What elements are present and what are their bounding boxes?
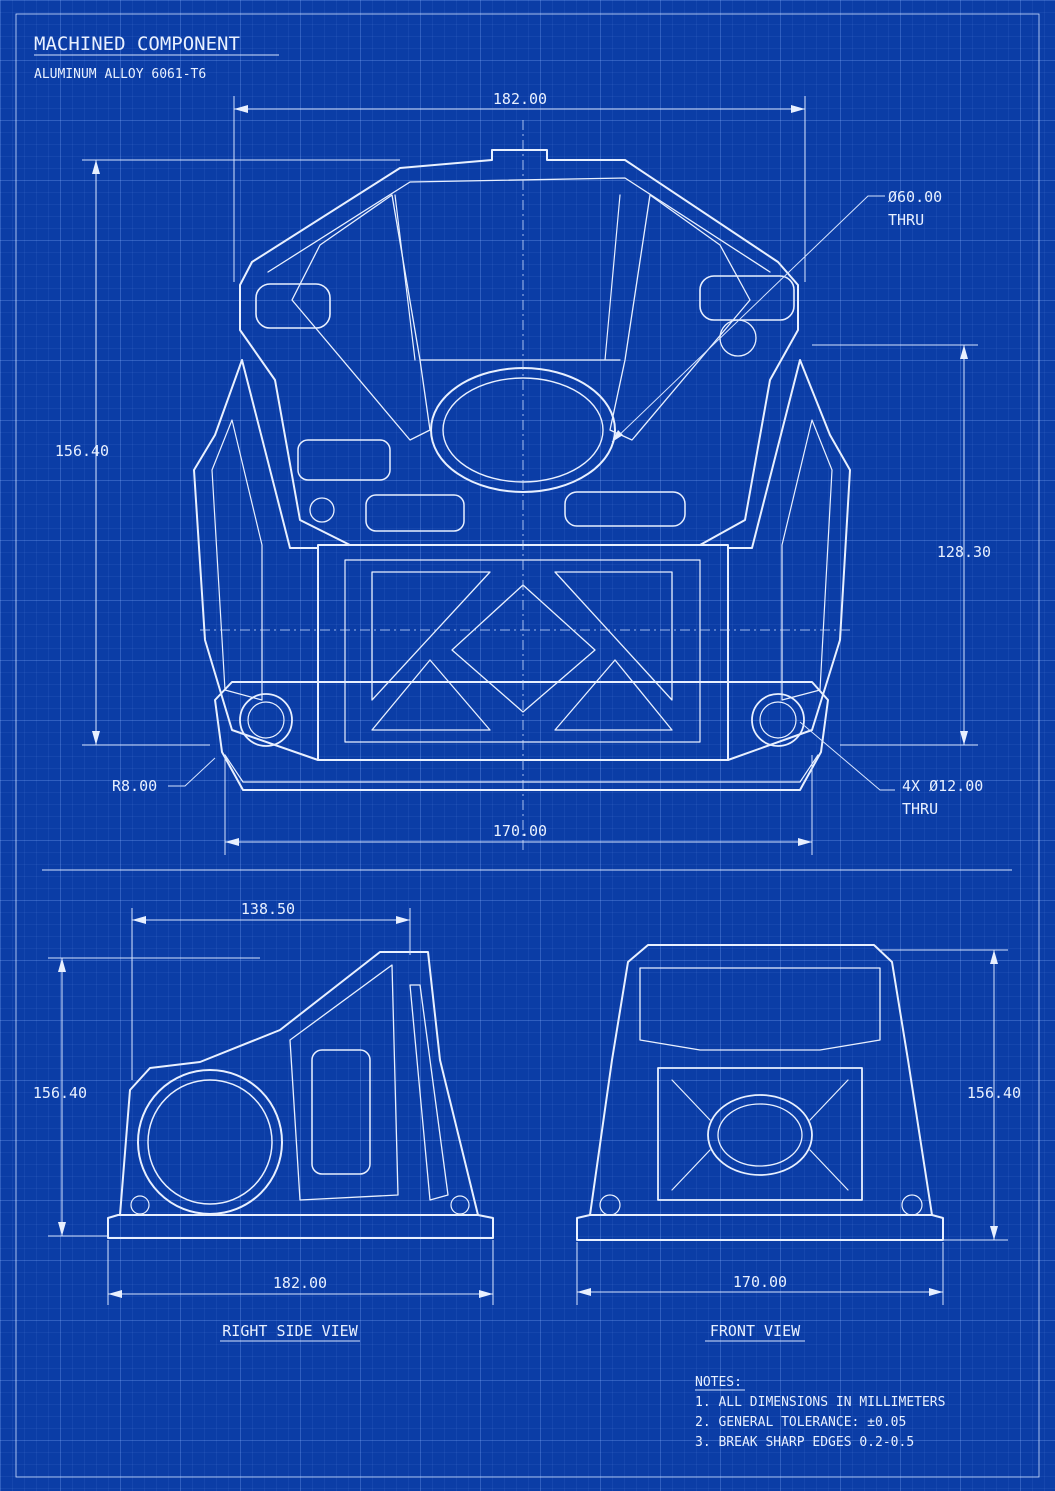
- side-dim-height: 156.40: [33, 1084, 87, 1102]
- main-dim-width-top: 182.00: [493, 90, 547, 108]
- bore-callout-diameter: Ø60.00: [888, 188, 942, 206]
- main-slot-mid-left: [297, 439, 391, 481]
- main-right-strut: [609, 194, 751, 441]
- side-window: [311, 1049, 371, 1175]
- front-dim-bottom: 170.00: [733, 1273, 787, 1291]
- side-body-outline: [119, 951, 479, 1216]
- front-dimension-lines: [576, 949, 1008, 1305]
- front-body-outline: [589, 944, 933, 1216]
- note-item: 1. ALL DIMENSIONS IN MILLIMETERS: [695, 1395, 945, 1410]
- main-slot-low-left: [365, 494, 465, 532]
- side-dim-bottom: 182.00: [273, 1274, 327, 1292]
- drawing-title: MACHINED COMPONENT: [34, 33, 240, 55]
- front-frame: [657, 1067, 863, 1201]
- main-upper-frame-rim: [267, 177, 771, 273]
- main-left-housing-inner: [211, 419, 263, 701]
- main-x-ribs: [371, 571, 673, 731]
- main-right-housing: [727, 359, 851, 761]
- main-mount-hole-left: [239, 693, 293, 747]
- side-hole-left: [130, 1195, 150, 1215]
- front-base-plate: [576, 1214, 944, 1241]
- side-rib: [409, 984, 449, 1201]
- main-base-plate: [214, 681, 829, 791]
- notes-heading: NOTES:: [695, 1375, 742, 1390]
- sheet-border: [15, 13, 1040, 1478]
- main-right-housing-inner: [781, 419, 833, 701]
- side-hole-right: [450, 1195, 470, 1215]
- note-item: 2. GENERAL TOLERANCE: ±0.05: [695, 1415, 906, 1430]
- main-small-hole-right: [719, 319, 757, 357]
- note-item: 3. BREAK SHARP EDGES 0.2-0.5: [695, 1435, 914, 1450]
- main-mount-hole-right: [751, 693, 805, 747]
- main-slot-top-left: [255, 283, 331, 329]
- side-dim-top: 138.50: [241, 900, 295, 918]
- main-upper-frame: [239, 149, 799, 546]
- main-left-housing: [193, 359, 319, 761]
- drawing-subtitle: ALUMINUM ALLOY 6061-T6: [34, 67, 206, 82]
- side-dimension-lines: [48, 908, 494, 1305]
- side-bore-inner: [147, 1079, 273, 1205]
- front-x-ribs: [671, 1079, 849, 1191]
- main-dim-height-left: 156.40: [55, 442, 109, 460]
- side-view-label: RIGHT SIDE VIEW: [222, 1322, 358, 1340]
- bore-callout-thru: THRU: [888, 211, 924, 229]
- front-hole-left: [599, 1194, 621, 1216]
- main-mount-hole-right-inner: [759, 701, 797, 739]
- main-dim-height-right: 128.30: [937, 543, 991, 561]
- front-view: [576, 944, 944, 1241]
- main-front-frame-inner: [344, 559, 701, 743]
- front-hole-right: [901, 1194, 923, 1216]
- fillet-callout: R8.00: [112, 777, 157, 795]
- main-dim-width-bottom: 170.00: [493, 822, 547, 840]
- holes-callout-thru: THRU: [902, 800, 938, 818]
- holes-callout-diameter: 4X Ø12.00: [902, 777, 983, 795]
- side-bore-outer: [137, 1069, 283, 1215]
- main-dimension-lines: [82, 96, 978, 855]
- front-bore-inner: [717, 1103, 803, 1167]
- main-center-rib: [451, 584, 596, 713]
- front-dim-height: 156.40: [967, 1084, 1021, 1102]
- front-view-label: FRONT VIEW: [710, 1322, 801, 1340]
- main-slot-low-right: [564, 491, 686, 527]
- main-slot-top-right: [699, 275, 795, 321]
- front-upper-opening: [639, 967, 881, 1051]
- right-side-view: [107, 951, 494, 1239]
- main-mount-hole-left-inner: [247, 701, 285, 739]
- main-base-plate-edge: [224, 754, 819, 783]
- front-bore-outer: [707, 1094, 813, 1176]
- main-isometric-view: [193, 120, 851, 850]
- main-back-wall: [394, 194, 621, 361]
- side-base-plate: [107, 1214, 494, 1239]
- side-web: [289, 964, 399, 1201]
- main-small-hole-left: [309, 497, 335, 523]
